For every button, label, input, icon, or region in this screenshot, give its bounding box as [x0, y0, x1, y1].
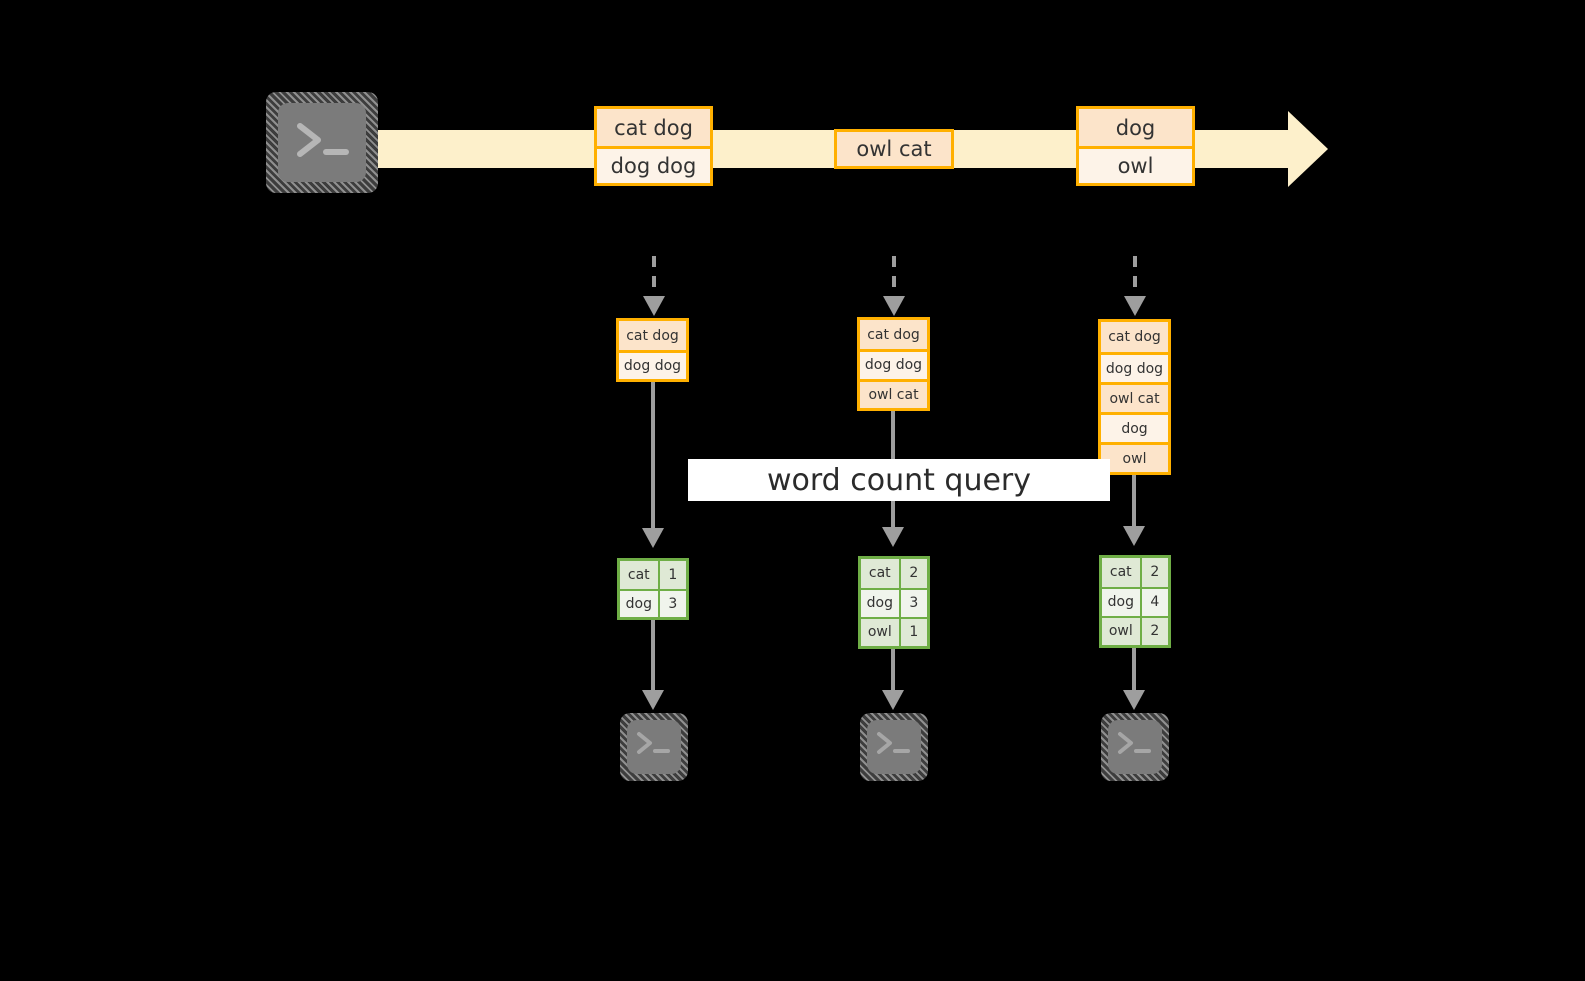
snapshot-2-inflow-arrowhead: [883, 296, 905, 316]
result-count: 4: [1141, 588, 1168, 616]
snapshot-1-input-table[interactable]: cat dog dog dog: [616, 318, 689, 382]
stream-event-line: dog dog: [597, 146, 710, 183]
result-count: 2: [1141, 617, 1168, 645]
result-count: 2: [900, 559, 927, 588]
snapshot-3-sink-terminal-icon[interactable]: [1101, 713, 1169, 781]
result-word: owl: [1102, 617, 1142, 645]
snapshot-3-result-table[interactable]: cat 2 dog 4 owl 2: [1099, 555, 1171, 648]
snapshot-1-input-row: dog dog: [619, 350, 686, 379]
snapshot-3-input-table[interactable]: cat dog dog dog owl cat dog owl: [1098, 319, 1171, 475]
snapshot-2-sink-line: [891, 649, 895, 692]
result-row: dog 4: [1102, 586, 1168, 616]
stream-event-group-2[interactable]: owl cat: [834, 129, 954, 169]
result-row: owl 2: [1102, 615, 1168, 645]
snapshot-3-query-arrowhead: [1123, 526, 1145, 546]
result-count: 3: [659, 591, 686, 617]
stream-arrowhead: [1288, 111, 1328, 187]
result-count: 2: [1141, 558, 1168, 587]
terminal-screen: [278, 103, 366, 182]
snapshot-1-query-arrowhead: [642, 528, 664, 548]
snapshot-1-sink-line: [651, 620, 655, 692]
result-row: cat 2: [1102, 558, 1168, 587]
snapshot-2-sink-arrowhead: [882, 690, 904, 710]
result-word: cat: [1102, 558, 1142, 587]
snapshot-2-input-row: cat dog: [860, 320, 927, 350]
stream-event-line: cat dog: [597, 109, 710, 146]
snapshot-1-sink-arrowhead: [642, 690, 664, 710]
snapshot-3-input-row: dog dog: [1101, 352, 1168, 382]
query-label-text: word count query: [766, 462, 1032, 498]
terminal-prompt-glyph: [1118, 732, 1151, 754]
result-row: dog 3: [861, 587, 927, 617]
result-count: 1: [659, 561, 686, 589]
snapshot-3-input-row: cat dog: [1101, 322, 1168, 352]
terminal-screen: [867, 720, 921, 774]
result-row: owl 1: [861, 616, 927, 646]
terminal-screen: [627, 720, 681, 774]
snapshot-3-inflow-line: [1133, 256, 1137, 298]
snapshot-3-inflow-arrowhead: [1124, 296, 1146, 316]
result-word: cat: [620, 561, 660, 589]
result-row: dog 3: [620, 589, 686, 617]
stream-event-group-1[interactable]: cat dog dog dog: [594, 106, 713, 186]
snapshot-2-inflow-line: [892, 256, 896, 298]
query-label: word count query: [688, 459, 1110, 501]
stream-event-line: owl: [1079, 146, 1192, 183]
snapshot-3-input-row: owl cat: [1101, 382, 1168, 412]
result-word: dog: [861, 589, 901, 617]
snapshot-2-result-table[interactable]: cat 2 dog 3 owl 1: [858, 556, 930, 649]
snapshot-3-sink-arrowhead: [1123, 690, 1145, 710]
snapshot-1-input-row: cat dog: [619, 321, 686, 350]
snapshot-3-input-row: owl: [1101, 442, 1168, 472]
result-word: dog: [620, 591, 660, 617]
snapshot-1-query-line: [651, 382, 655, 530]
terminal-prompt-glyph: [297, 123, 349, 157]
result-row: cat 1: [620, 561, 686, 589]
stream-event-group-3[interactable]: dog owl: [1076, 106, 1195, 186]
snapshot-3-sink-line: [1132, 648, 1136, 692]
source-terminal-icon[interactable]: [266, 92, 378, 193]
snapshot-2-query-arrowhead: [882, 527, 904, 547]
result-word: owl: [861, 618, 901, 646]
snapshot-3-input-row: dog: [1101, 412, 1168, 442]
snapshot-1-sink-terminal-icon[interactable]: [620, 713, 688, 781]
result-count: 3: [900, 589, 927, 617]
terminal-prompt-glyph: [637, 732, 670, 754]
snapshot-1-result-table[interactable]: cat 1 dog 3: [617, 558, 689, 620]
snapshot-1-inflow-line: [652, 256, 656, 298]
result-word: cat: [861, 559, 901, 588]
snapshot-1-inflow-arrowhead: [643, 296, 665, 316]
result-word: dog: [1102, 588, 1142, 616]
result-row: cat 2: [861, 559, 927, 588]
stream-event-line: dog: [1079, 109, 1192, 146]
stream-event-line: owl cat: [837, 132, 951, 166]
snapshot-2-sink-terminal-icon[interactable]: [860, 713, 928, 781]
snapshot-3-query-line: [1132, 475, 1136, 528]
terminal-prompt-glyph: [877, 732, 910, 754]
snapshot-2-input-row: owl cat: [860, 378, 927, 408]
snapshot-2-input-table[interactable]: cat dog dog dog owl cat: [857, 317, 930, 411]
terminal-screen: [1108, 720, 1162, 774]
result-count: 1: [900, 618, 927, 646]
snapshot-2-input-row: dog dog: [860, 349, 927, 379]
